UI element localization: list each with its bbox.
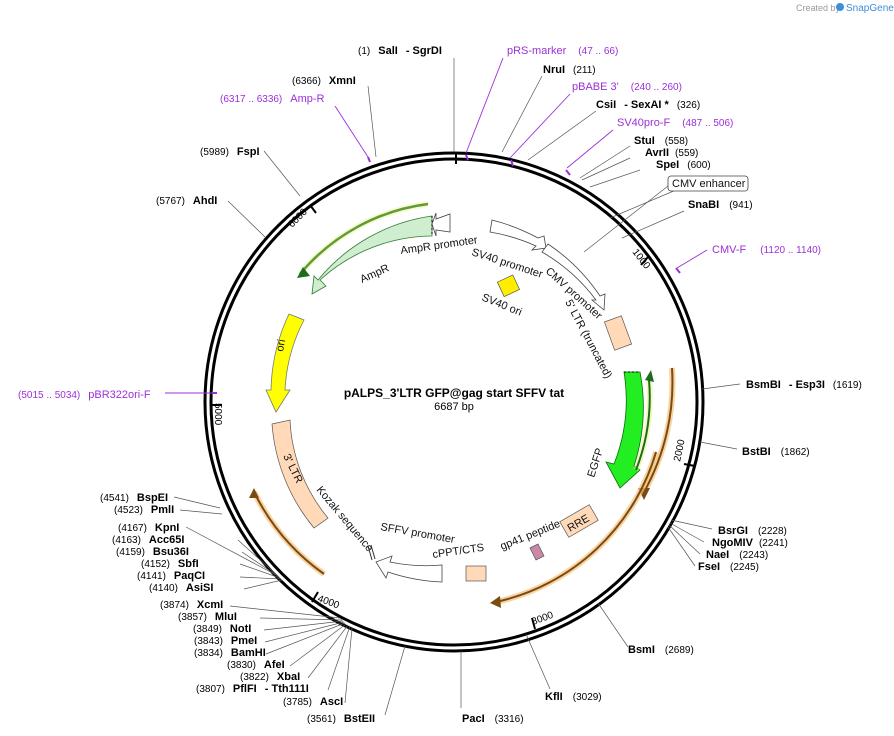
enzyme-label[interactable]: CsiI- SexAI *(326) <box>596 99 700 111</box>
enzyme-label[interactable]: (4152)SbfI <box>141 558 199 570</box>
enzyme-label[interactable]: (3561)BstEII <box>307 713 375 725</box>
enzyme-label[interactable]: (3785)AscI <box>283 696 343 708</box>
primer-label[interactable]: pBABE 3'(240 .. 260) <box>572 81 682 93</box>
primer-label[interactable]: (5015 .. 5034)pBR322ori-F <box>18 389 151 401</box>
enzyme-label[interactable]: PacI(3316) <box>462 713 524 725</box>
enzyme-label[interactable]: (3830)AfeI <box>227 659 285 671</box>
orf-arc-bottom-head <box>490 596 501 608</box>
enzyme-label[interactable]: FseI(2245) <box>698 561 759 573</box>
enzyme-label[interactable]: SpeI(600) <box>656 159 711 171</box>
rre-feature[interactable] <box>559 504 599 538</box>
enzyme-label[interactable]: (3857)MluI <box>178 611 237 623</box>
enzyme-label[interactable]: (3807)PflFI- Tth111I <box>196 683 309 695</box>
cmv-enhancer-label: CMV enhancer <box>672 178 746 190</box>
orf-arc-bottom <box>495 451 657 603</box>
primer-label[interactable]: (6317 .. 6336)Amp-R <box>220 93 325 105</box>
enzyme-label[interactable]: (4523)PmlI <box>114 504 174 516</box>
sv40-promoter-feature[interactable] <box>489 219 547 251</box>
enzyme-label[interactable]: (1)SalI- SgrDI <box>358 45 442 57</box>
kozak-feature-b <box>370 544 376 560</box>
orf-arc-left <box>253 491 325 575</box>
cppt-feature[interactable] <box>465 565 487 582</box>
enzyme-label[interactable]: BsrGI(2228) <box>718 525 787 537</box>
enzyme-label[interactable]: (4167)KpnI <box>118 522 179 534</box>
enzyme-label[interactable]: (5989)FspI <box>200 146 260 158</box>
primer-label[interactable]: SV40pro-F(487 .. 506) <box>617 117 733 129</box>
enzyme-label[interactable]: KflI(3029) <box>545 691 602 703</box>
enzyme-label[interactable]: (6366)XmnI <box>292 75 356 87</box>
sv40-ori-label: SV40 ori <box>480 292 524 319</box>
egfp-highlight <box>635 379 651 471</box>
snapgene-logo-icon <box>836 3 844 11</box>
cppt-label: cPPT/CTS <box>432 542 485 561</box>
enzyme-label[interactable]: (4159)Bsu36I <box>116 546 189 558</box>
orf-arc-left-head <box>249 488 259 498</box>
enzyme-label[interactable]: (3822)XbaI <box>240 671 300 683</box>
enzyme-label[interactable]: (3874)XcmI <box>160 599 223 611</box>
enzyme-label[interactable]: (4140)AsiSI <box>149 582 213 594</box>
sv40-ori-feature[interactable] <box>496 274 521 298</box>
enzyme-label[interactable]: (4141)PaqCI <box>137 570 205 582</box>
kozak-feature-a <box>367 545 373 561</box>
enzyme-label[interactable]: NaeI(2243) <box>706 549 768 561</box>
snapgene-brand: SnapGene <box>846 3 894 14</box>
tick-marks <box>212 153 696 630</box>
backbone-inner <box>209 157 699 647</box>
egfp-highlight-arrowhead <box>645 370 654 382</box>
ampr-arrowhead <box>297 267 310 278</box>
ori-label: ori <box>274 338 288 352</box>
ori-feature[interactable] <box>265 313 305 413</box>
cmv-promoter-feature[interactable] <box>541 243 606 311</box>
enzyme-label[interactable]: (4541)BspEI <box>100 492 168 504</box>
plasmid-size: 6687 bp <box>434 401 474 413</box>
gp41-feature[interactable] <box>529 543 545 561</box>
enzyme-label[interactable]: SnaBI(941) <box>688 199 753 211</box>
enzyme-label[interactable]: BsmI(2689) <box>628 644 694 656</box>
tick-label-1000: 1000 <box>630 247 653 272</box>
tick-label-5000: 5000 <box>212 403 223 426</box>
enzyme-label[interactable]: BstBI(1862) <box>742 446 810 458</box>
ltr5-feature[interactable] <box>603 315 633 351</box>
primer-leader-lines <box>165 57 708 394</box>
egfp-feature[interactable] <box>605 371 644 489</box>
created-by-text: Created by <box>796 3 841 13</box>
enzyme-label[interactable]: NgoMIV(2241) <box>712 537 788 549</box>
enzyme-label[interactable]: (3843)PmeI <box>194 635 257 647</box>
plasmid-name: pALPS_3'LTR GFP@gag start SFFV tat <box>344 386 564 400</box>
tick-label-2000: 2000 <box>672 438 687 462</box>
primer-marks <box>212 154 681 394</box>
ampr-highlight <box>299 202 429 275</box>
cmv-enhancer-callout[interactable]: CMV enhancer <box>583 175 749 253</box>
enzyme-label[interactable]: (3834)BamHI <box>194 647 266 659</box>
ampr-highlight-glow <box>297 201 429 276</box>
ampr-label: AmpR <box>358 262 391 285</box>
primer-label[interactable]: CMV-F(1120 .. 1140) <box>712 244 821 256</box>
enzyme-label[interactable]: (5767)AhdI <box>156 195 217 207</box>
sffv-label: SFFV promoter <box>379 521 455 546</box>
enzyme-leader-lines <box>173 58 741 716</box>
enzyme-label[interactable]: NruI(211) <box>543 64 596 76</box>
backbone-outer <box>203 151 705 653</box>
sv40-promoter-label: SV40 promoter <box>470 246 544 280</box>
ampr-promoter-feature[interactable] <box>431 212 451 237</box>
enzyme-label[interactable]: StuI(558) <box>634 135 688 147</box>
sffv-promoter-feature[interactable] <box>375 555 443 583</box>
egfp-label: EGFP <box>585 447 606 479</box>
enzyme-label[interactable]: AvrII(559) <box>645 147 698 159</box>
enzyme-label[interactable]: (4163)Acc65I <box>112 534 184 546</box>
enzyme-label[interactable]: (3849)NotI <box>193 623 251 635</box>
primer-label[interactable]: pRS-marker(47 .. 66) <box>507 45 618 57</box>
enzyme-label[interactable]: BsmBI- Esp3I(1619) <box>746 379 862 391</box>
orf-arc-right <box>643 367 674 493</box>
ampr-feature[interactable] <box>311 215 433 295</box>
ltr3-feature[interactable] <box>271 419 329 529</box>
